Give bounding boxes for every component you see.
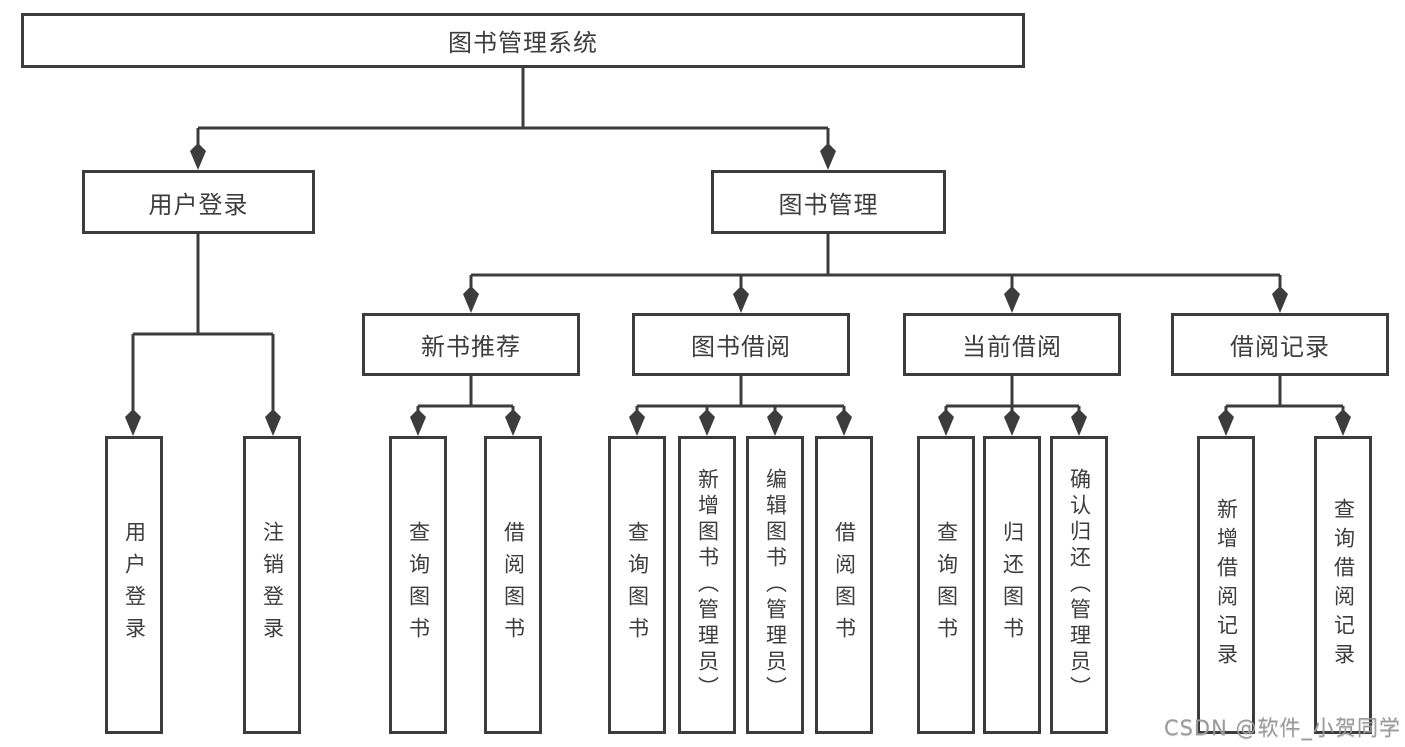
arrow-down-icon bbox=[125, 409, 141, 436]
node-root-label: 图书管理系统 bbox=[448, 29, 598, 57]
leaf-records-query-borrow-record-label: 查询借阅记录 bbox=[1331, 498, 1356, 672]
leaf-user-login: 用户登录 bbox=[105, 436, 163, 734]
arrow-down-icon bbox=[1071, 409, 1087, 436]
arrow-down-icon bbox=[1004, 409, 1020, 436]
node-book-borrow-label: 图书借阅 bbox=[691, 333, 791, 361]
arrow-down-icon bbox=[1004, 286, 1020, 313]
leaf-logout-label: 注销登录 bbox=[260, 521, 285, 649]
csdn-watermark: CSDN @软件_小贺同学 bbox=[1163, 716, 1401, 740]
leaf-borrow-edit-books-admin: 编辑图书（管理员） bbox=[746, 436, 804, 734]
leaf-current-return-books: 归还图书 bbox=[983, 436, 1041, 734]
leaf-borrow-query-books: 查询图书 bbox=[608, 436, 666, 734]
node-user-login-label: 用户登录 bbox=[148, 190, 249, 219]
arrow-down-icon bbox=[767, 409, 783, 436]
leaf-newbook-borrow-books-label: 借阅图书 bbox=[501, 521, 526, 649]
leaf-borrow-edit-books-admin-label: 编辑图书（管理员） bbox=[763, 468, 788, 702]
arrow-down-icon bbox=[629, 409, 645, 436]
arrow-down-icon bbox=[190, 143, 206, 170]
leaf-newbook-borrow-books: 借阅图书 bbox=[484, 436, 542, 734]
leaf-newbook-query-books: 查询图书 bbox=[389, 436, 447, 734]
arrow-down-icon bbox=[265, 409, 281, 436]
arrow-down-icon bbox=[505, 409, 521, 436]
node-book-management-label: 图书管理 bbox=[778, 190, 879, 219]
leaf-current-query-books-label: 查询图书 bbox=[934, 521, 959, 649]
arrow-down-icon bbox=[410, 409, 426, 436]
node-current-borrow: 当前借阅 bbox=[903, 313, 1121, 376]
leaf-borrow-borrow-books: 借阅图书 bbox=[815, 436, 873, 734]
leaf-borrow-borrow-books-label: 借阅图书 bbox=[832, 521, 857, 649]
node-borrow-records: 借阅记录 bbox=[1171, 313, 1389, 376]
leaf-current-confirm-return-admin: 确认归还（管理员） bbox=[1050, 436, 1108, 734]
leaf-current-return-books-label: 归还图书 bbox=[1000, 521, 1025, 649]
arrow-down-icon bbox=[938, 409, 954, 436]
arrow-down-icon bbox=[463, 286, 479, 313]
leaf-borrow-add-books-admin: 新增图书（管理员） bbox=[678, 436, 736, 734]
arrow-down-icon bbox=[1218, 409, 1234, 436]
node-root: 图书管理系统 bbox=[21, 13, 1025, 68]
arrow-down-icon bbox=[699, 409, 715, 436]
node-user-login: 用户登录 bbox=[82, 170, 315, 234]
leaf-current-confirm-return-admin-label: 确认归还（管理员） bbox=[1067, 468, 1092, 702]
arrow-down-icon bbox=[1335, 409, 1351, 436]
node-book-management: 图书管理 bbox=[711, 170, 946, 234]
leaf-records-add-borrow-record-label: 新增借阅记录 bbox=[1214, 498, 1239, 672]
leaf-borrow-query-books-label: 查询图书 bbox=[625, 521, 650, 649]
leaf-records-query-borrow-record: 查询借阅记录 bbox=[1314, 436, 1372, 734]
leaf-user-login-label: 用户登录 bbox=[122, 521, 147, 649]
arrow-down-icon bbox=[1272, 286, 1288, 313]
node-current-borrow-label: 当前借阅 bbox=[962, 333, 1062, 361]
node-borrow-records-label: 借阅记录 bbox=[1230, 333, 1330, 361]
leaf-current-query-books: 查询图书 bbox=[917, 436, 975, 734]
node-book-borrow: 图书借阅 bbox=[632, 313, 850, 376]
leaf-borrow-add-books-admin-label: 新增图书（管理员） bbox=[695, 468, 720, 702]
arrow-down-icon bbox=[836, 409, 852, 436]
leaf-newbook-query-books-label: 查询图书 bbox=[406, 521, 431, 649]
leaf-logout: 注销登录 bbox=[243, 436, 301, 734]
arrow-down-icon bbox=[733, 286, 749, 313]
arrow-down-icon bbox=[820, 143, 836, 170]
node-new-book-recommend: 新书推荐 bbox=[362, 313, 580, 376]
leaf-records-add-borrow-record: 新增借阅记录 bbox=[1197, 436, 1255, 734]
node-new-book-recommend-label: 新书推荐 bbox=[421, 333, 521, 361]
